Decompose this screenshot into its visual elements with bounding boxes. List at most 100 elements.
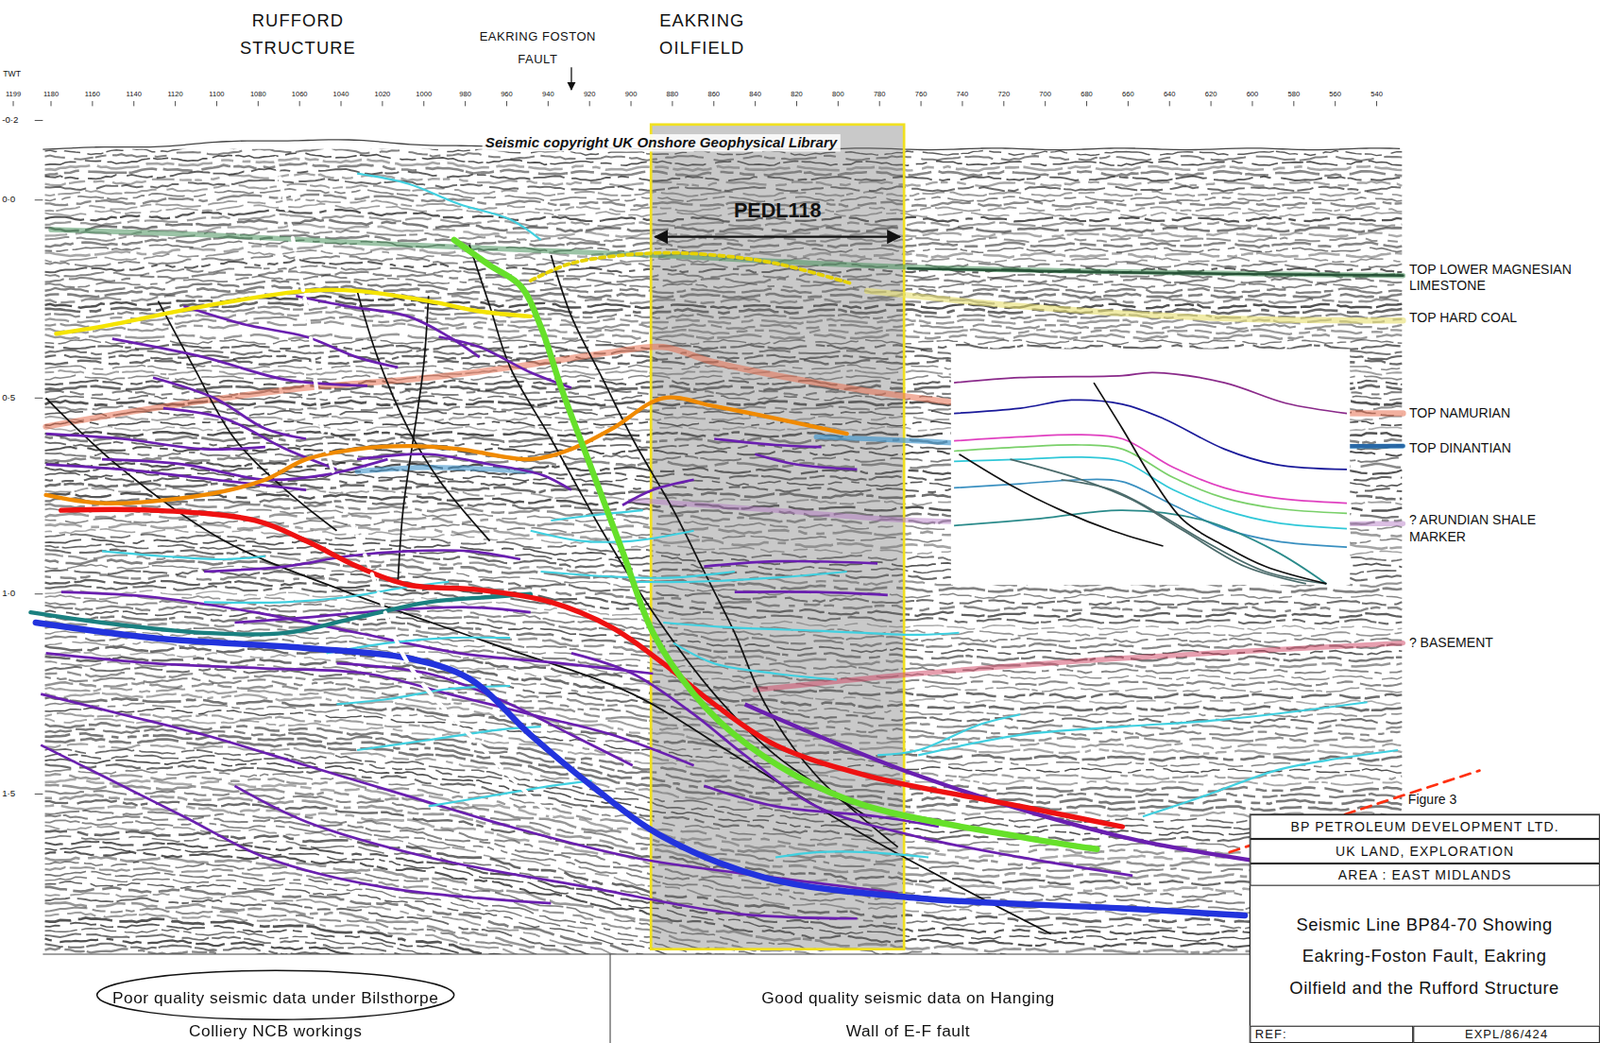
interpreted-reflector — [153, 377, 307, 440]
title-block-cell: UK LAND, EXPLORATION — [1249, 838, 1600, 864]
shotpoint-number: 880 — [666, 89, 680, 99]
interpreted-reflector — [234, 785, 857, 919]
tick-mark — [1044, 101, 1046, 106]
tick-mark — [1127, 101, 1129, 106]
feature-name: EAKRING OILFIELD — [620, 7, 784, 63]
interpreted-reflector — [541, 571, 735, 579]
tick-mark — [1376, 101, 1378, 106]
title-block-text: REF: — [1250, 1026, 1292, 1042]
tick-mark — [51, 101, 52, 106]
interpreted-reflector — [550, 510, 643, 521]
shotpoint-number: 1160 — [85, 89, 101, 99]
interpreted-reflector — [183, 306, 398, 368]
interpreted-reflector — [703, 561, 878, 567]
interpreted-reflector — [745, 703, 1266, 862]
time-value: 1·0 — [1, 588, 16, 600]
tick-mark — [796, 101, 798, 106]
title-block-text: AREA : EAST MIDLANDS — [1333, 867, 1515, 883]
tick-mark — [34, 119, 44, 121]
shotpoint-number: 1060 — [291, 89, 308, 99]
axis-ticks — [13, 101, 1377, 795]
shotpoint-number: 540 — [1370, 89, 1383, 99]
title-block-cell: BP PETROLEUM DEVELOPMENT LTD. — [1249, 814, 1600, 839]
time-value: 0·5 — [1, 391, 16, 404]
feature-name: RUFFORD STRUCTURE — [211, 7, 386, 63]
horizon-name: TOP LOWER MAGNESIAN LIMESTONE — [1409, 261, 1598, 295]
shotpoint-number: 1040 — [333, 89, 350, 99]
title-block-text: BP PETROLEUM DEVELOPMENT LTD. — [1286, 818, 1564, 835]
title-block-text: EXPL/86/424 — [1461, 1026, 1553, 1042]
shotpoint-number: 980 — [459, 89, 472, 99]
shotpoint-number: 720 — [997, 89, 1010, 99]
tick-mark — [34, 793, 44, 795]
inset-horizon — [953, 444, 1347, 514]
tick-mark — [340, 101, 342, 106]
interpreted-reflector — [754, 454, 857, 470]
interpreted-reflector — [357, 173, 541, 240]
licence-shade — [650, 124, 904, 950]
shotpoint-number: 1140 — [126, 89, 142, 99]
tick-mark — [381, 101, 383, 106]
interpreted-reflector — [632, 571, 848, 582]
hard-coal-horizon — [530, 253, 852, 285]
feature-name: EAKRING FOSTON FAULT — [460, 25, 614, 71]
horizon-band — [51, 229, 1403, 276]
interpreted-reflector — [163, 408, 338, 470]
tick-mark — [1251, 101, 1253, 106]
interpreted-reflector — [663, 622, 959, 635]
interpreted-reflector — [918, 701, 1367, 755]
shotpoint-number: 700 — [1038, 89, 1052, 99]
tick-mark — [837, 101, 839, 106]
time-value: 1·5 — [1, 788, 16, 800]
tick-mark — [34, 199, 44, 201]
tick-mark — [257, 101, 259, 106]
horizon-name: ? BASEMENT — [1409, 634, 1494, 651]
tick-mark — [1003, 101, 1005, 106]
tick-mark — [754, 101, 756, 106]
data-quality-note: Poor quality seismic data under Bilsthor… — [112, 981, 440, 1043]
namurian-horizon — [46, 397, 848, 504]
time-value: -0·2 — [1, 115, 18, 127]
interpreted-reflector — [40, 745, 551, 903]
inset-horizon — [953, 372, 1347, 413]
horizon-name: TOP HARD COAL — [1409, 309, 1517, 326]
tick-mark — [464, 101, 466, 106]
interpreted-reflector — [1142, 749, 1398, 817]
interpreted-reflector — [673, 643, 837, 681]
interpreted-reflector — [102, 550, 266, 560]
axis-title: TWT — [2, 68, 21, 80]
inset-horizon — [953, 478, 1347, 547]
basement-horizon — [35, 622, 1245, 916]
shotpoint-number: 1199 — [5, 89, 21, 99]
shotpoint-number: 780 — [873, 89, 886, 99]
shotpoint-number: 840 — [748, 89, 762, 99]
fault-line — [46, 397, 1052, 934]
shotpoint-number: 620 — [1205, 89, 1218, 99]
fault-line — [550, 255, 898, 848]
horizon-name: ? ARUNDIAN SHALE MARKER — [1409, 511, 1573, 545]
interpreted-reflector — [428, 780, 593, 806]
horizon-band — [867, 290, 1403, 321]
fault-line — [357, 290, 490, 542]
shotpoint-number: 680 — [1080, 89, 1093, 99]
interpreted-reflector — [102, 459, 388, 480]
shotpoint-number: 920 — [583, 89, 596, 99]
interpreted-reflector — [622, 479, 695, 506]
hard-coal-horizon — [55, 289, 530, 334]
tick-mark — [630, 101, 632, 106]
shotpoint-number: 1100 — [208, 89, 224, 99]
horizon-name: TOP DINANTIAN — [1409, 440, 1512, 457]
shotpoint-number: 660 — [1122, 89, 1135, 99]
dinantian-horizon — [30, 594, 530, 635]
licence-name: PEDL118 — [733, 198, 821, 223]
tick-mark — [1210, 101, 1212, 106]
shotpoint-number: 800 — [832, 89, 845, 99]
shotpoint-number: 640 — [1163, 89, 1176, 99]
tick-mark — [1293, 101, 1294, 106]
interpreted-reflector — [775, 851, 929, 857]
shotpoint-number: 940 — [542, 89, 555, 99]
tick-mark — [506, 101, 508, 106]
shotpoint-number: 820 — [790, 89, 803, 99]
interpreted-reflector — [357, 726, 541, 750]
licence-extent-arrow — [655, 236, 901, 239]
